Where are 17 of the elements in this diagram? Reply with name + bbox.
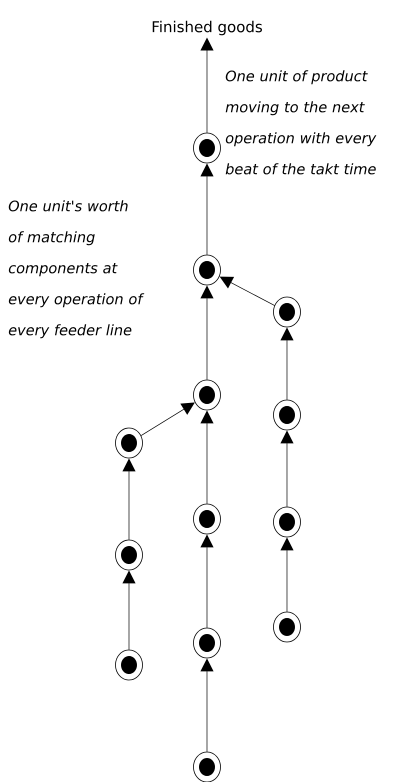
operation-symbol (115, 428, 143, 458)
operation-symbol (193, 254, 221, 286)
operation-symbol (193, 628, 221, 658)
operation-symbol (273, 506, 301, 538)
caption-text: Finished goods (152, 20, 262, 36)
operation-symbol (273, 612, 301, 642)
operation-symbol (193, 504, 221, 534)
operation-symbol (193, 752, 221, 782)
annotation-text: One unit of product moving to the next operation with every beat of the takt time (226, 70, 376, 174)
operation-symbol (115, 650, 143, 680)
operation-symbol (273, 296, 301, 328)
arrow (220, 276, 275, 306)
operation-symbol (193, 132, 221, 164)
operation-symbol (115, 540, 143, 570)
annotation-text: One unit's worth of matching components at every operation of every feeder line (8, 200, 144, 338)
operation-symbol (193, 380, 221, 410)
operation-symbol (273, 400, 301, 430)
